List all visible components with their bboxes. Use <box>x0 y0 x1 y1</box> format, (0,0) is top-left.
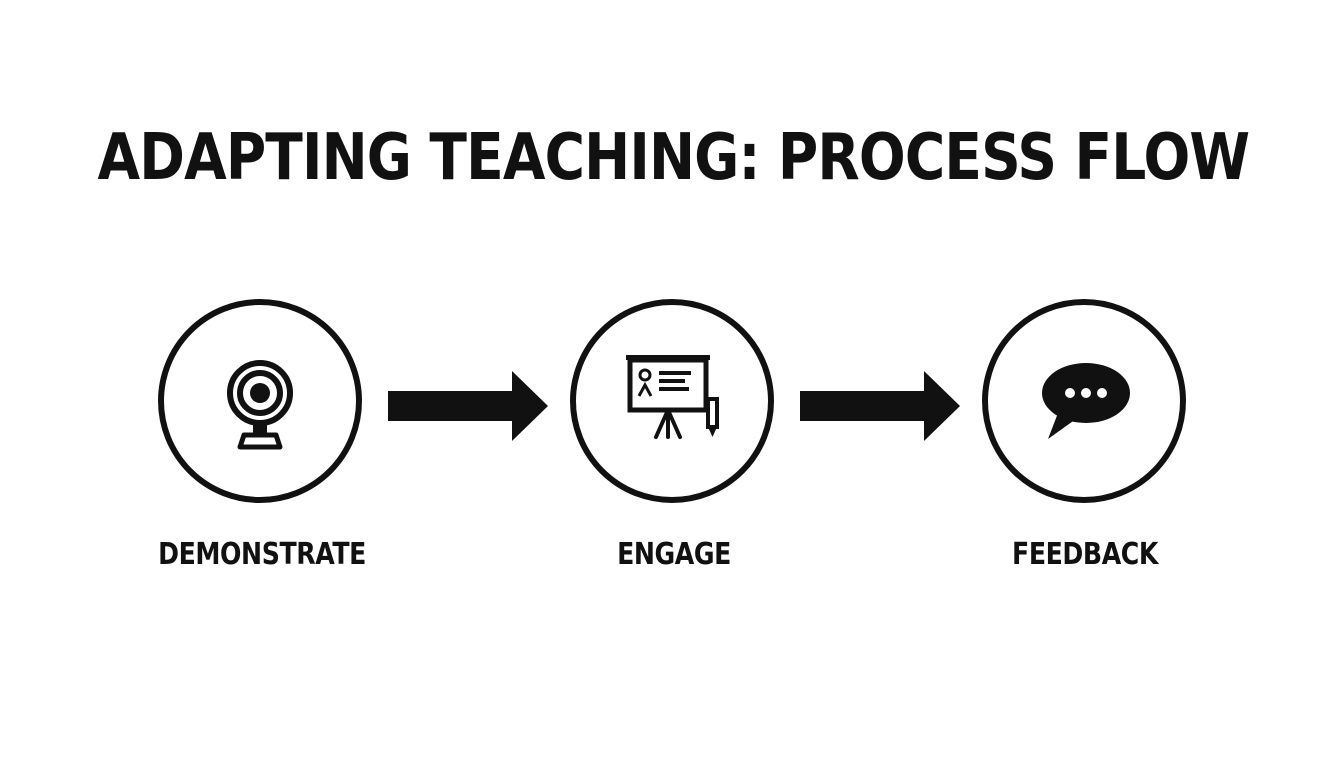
diagram-title: ADAPTING TEACHING: PROCESS FLOW <box>97 121 1251 195</box>
webcam-icon <box>227 360 293 450</box>
step-demonstrate-node <box>158 299 362 503</box>
step-engage-label: ENGAGE <box>617 537 731 572</box>
step-feedback-node <box>982 299 1186 503</box>
step-demonstrate-label: DEMONSTRATE <box>158 537 366 572</box>
speech-bubble-icon <box>1042 363 1130 439</box>
step-feedback-label: FEEDBACK <box>1012 537 1158 572</box>
flow-arrow-2 <box>800 371 960 441</box>
flow-arrow-1 <box>388 371 548 441</box>
step-engage-node <box>570 299 774 503</box>
presentation-board-icon <box>626 355 719 439</box>
